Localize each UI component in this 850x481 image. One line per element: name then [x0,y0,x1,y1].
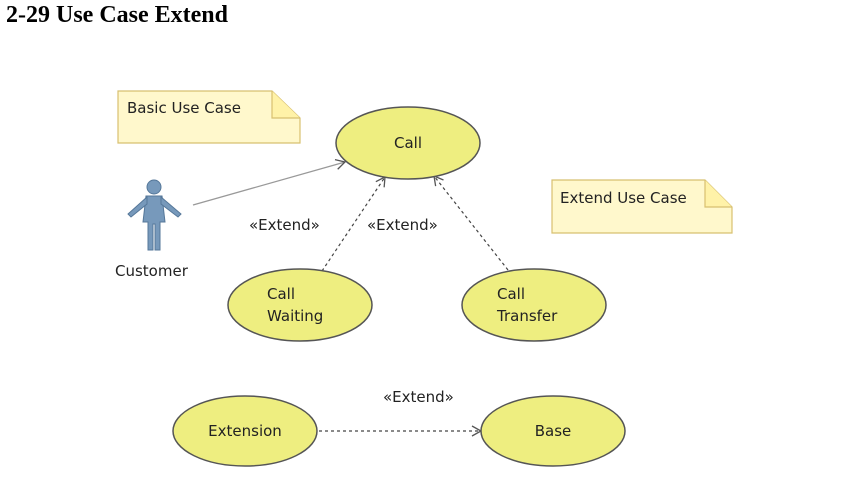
extend-arrow-transfer [433,174,509,271]
actor-customer[interactable]: Customer [115,179,189,280]
note-extend-text: Extend Use Case [560,189,687,207]
use-case-extension-label: Extension [208,422,282,440]
use-case-call-waiting-line2: Waiting [267,307,323,325]
use-case-call-transfer-line2: Transfer [496,307,558,325]
use-case-call[interactable]: Call [335,106,481,180]
use-case-call-waiting-line1: Call [267,285,295,303]
use-case-call-waiting[interactable]: Call Waiting [227,268,373,342]
stereotype-extend-bottom: «Extend» [383,388,454,406]
actor-label: Customer [115,262,189,280]
note-basic-text: Basic Use Case [127,99,241,117]
stereotype-extend-right: «Extend» [367,216,438,234]
extend-arrow-waiting [321,175,386,272]
person-icon [127,179,182,251]
use-case-call-label: Call [394,134,422,152]
use-case-base[interactable]: Base [480,395,626,467]
use-case-base-label: Base [535,422,572,440]
page-title: 2-29 Use Case Extend [6,2,228,28]
use-case-call-transfer-line1: Call [497,285,525,303]
note-basic-use-case[interactable]: Basic Use Case [117,90,301,144]
use-case-call-transfer[interactable]: Call Transfer [461,268,607,342]
note-extend-use-case[interactable]: Extend Use Case [551,179,733,234]
use-case-extension[interactable]: Extension [172,395,318,467]
stereotype-extend-left: «Extend» [249,216,320,234]
association-line [192,159,347,206]
